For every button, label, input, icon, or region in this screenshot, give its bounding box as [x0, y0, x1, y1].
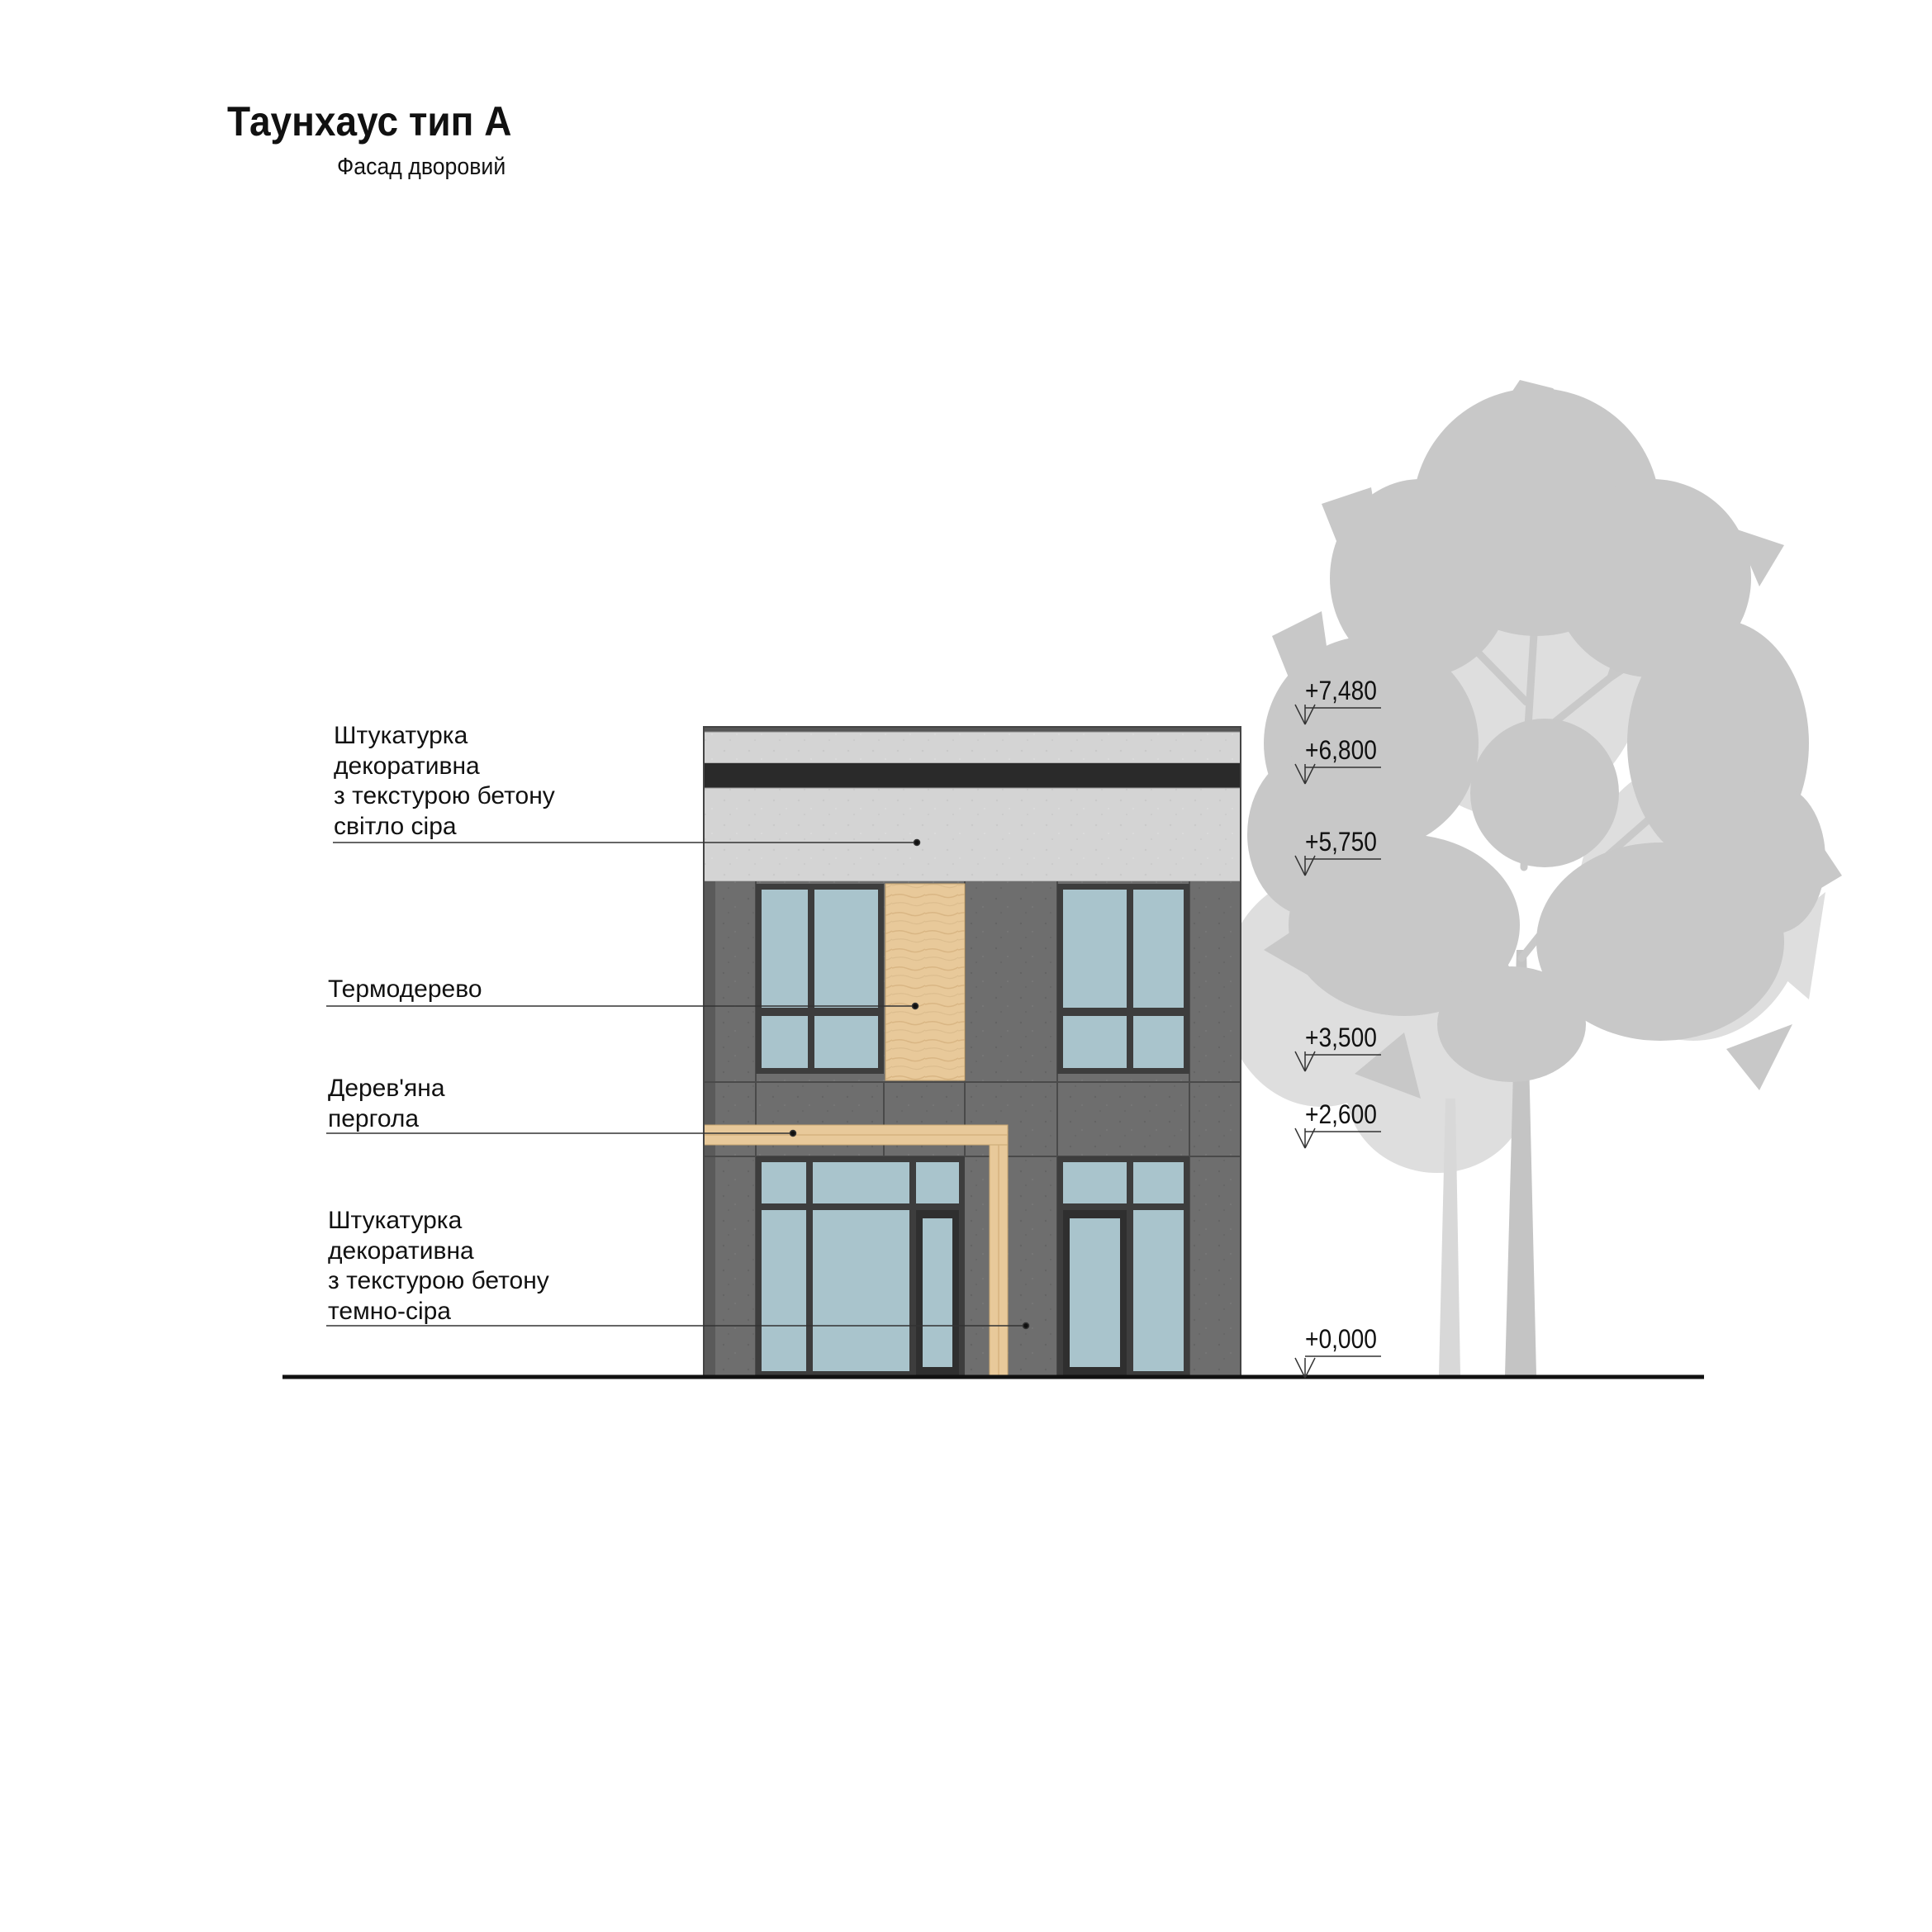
callout-line: пергола [328, 1104, 420, 1132]
window-upper-left [756, 884, 884, 1074]
glazing-ground-right [1057, 1156, 1189, 1377]
level-mark-0000 [1294, 1355, 1381, 1379]
callout-thermowood: Термодерево [328, 975, 482, 1005]
parapet-band [703, 731, 1241, 764]
level-label: +0,000 [1305, 1324, 1377, 1354]
light-plaster-band [703, 787, 1241, 882]
callout-line: темно-сіра [328, 1297, 451, 1325]
sheet-subtitle: Фасад дворовий [337, 154, 506, 180]
level-label: +5,750 [1305, 827, 1377, 857]
callout-line: Термодерево [328, 975, 482, 1003]
townhouse-facade [703, 726, 1241, 1378]
callout-line: Дерев'яна [328, 1075, 445, 1102]
wooden-pergola [703, 1124, 1009, 1378]
level-mark-2600 [1294, 1127, 1381, 1149]
parapet-cap [704, 727, 1241, 732]
callout-line: з текстурою бетону [328, 1267, 549, 1294]
level-mark-5750 [1294, 855, 1381, 876]
callout-line: Штукатурка [334, 722, 468, 749]
callout-leaders [326, 838, 1030, 1330]
callout-line: Штукатурка [328, 1207, 463, 1234]
level-mark-7480 [1294, 704, 1381, 725]
sheet-title: Таунхаус тип А [227, 98, 512, 145]
tree-trunk-back [1439, 1099, 1460, 1375]
level-mark-3500 [1294, 1051, 1381, 1072]
callout-line: світло сіра [334, 812, 457, 840]
level-label: +6,800 [1305, 735, 1377, 765]
level-label: +2,600 [1305, 1099, 1377, 1129]
level-label: +3,500 [1305, 1023, 1377, 1052]
callout-dark-plaster: Штукатурка декоративна з текстурою бетон… [328, 1206, 549, 1327]
callout-line: з текстурою бетону [334, 782, 555, 809]
glazing-ground-left [756, 1156, 965, 1377]
roof-coping [704, 763, 1241, 788]
callout-line: декоративна [328, 1237, 474, 1265]
callout-light-plaster: Штукатурка декоративна з текстурою бетон… [334, 721, 555, 842]
window-upper-right [1057, 884, 1189, 1074]
level-label: +7,480 [1305, 676, 1377, 705]
tree-illustration [1222, 380, 1842, 1375]
level-mark-6800 [1294, 763, 1381, 785]
level-markers [1294, 704, 1381, 1379]
callout-line: декоративна [334, 752, 480, 780]
thermowood-panel [885, 883, 966, 1081]
callout-pergola: Дерев'яна пергола [328, 1074, 445, 1134]
